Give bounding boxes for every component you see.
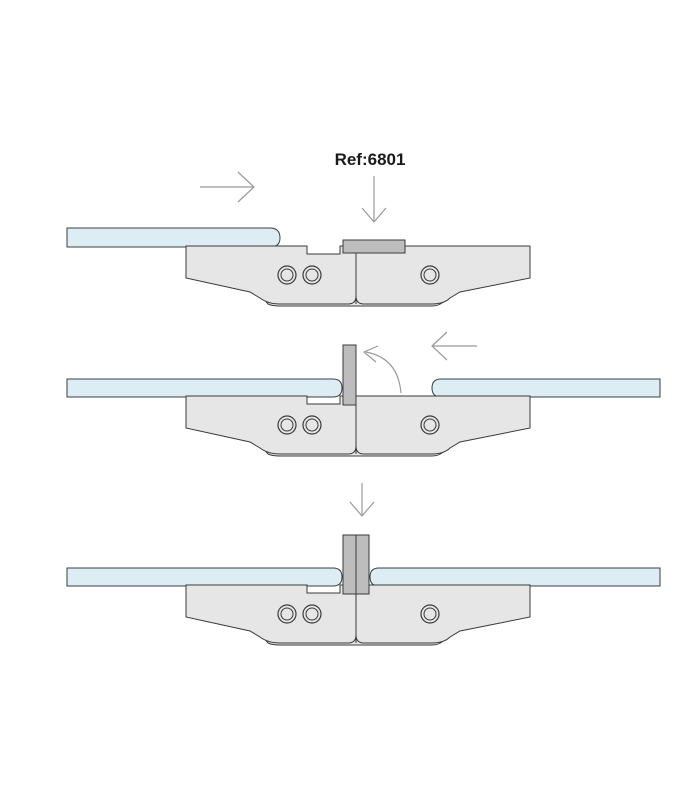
step-2 [66,331,661,457]
down-arrow-icon [361,176,387,223]
hinge-bracket [185,245,531,307]
rubber-insert-left [342,534,357,595]
step-1 [66,171,531,307]
glass-panel-right [431,378,661,398]
hinge-bracket [185,395,531,457]
rubber-insert-right [355,534,370,595]
glass-panel-left [66,378,343,398]
glass-panel-left [66,227,281,248]
rubber-insert [342,344,357,406]
curved-arrow-icon [362,345,402,394]
down-arrow-icon [349,483,375,517]
right-arrow-icon [200,171,255,203]
rubber-insert [342,239,406,254]
step-3 [66,483,661,646]
glass-panel-right [369,567,661,587]
glass-panel-left [66,567,343,587]
left-arrow-icon [431,331,477,361]
reference-label: Ref:6801 [334,150,406,169]
